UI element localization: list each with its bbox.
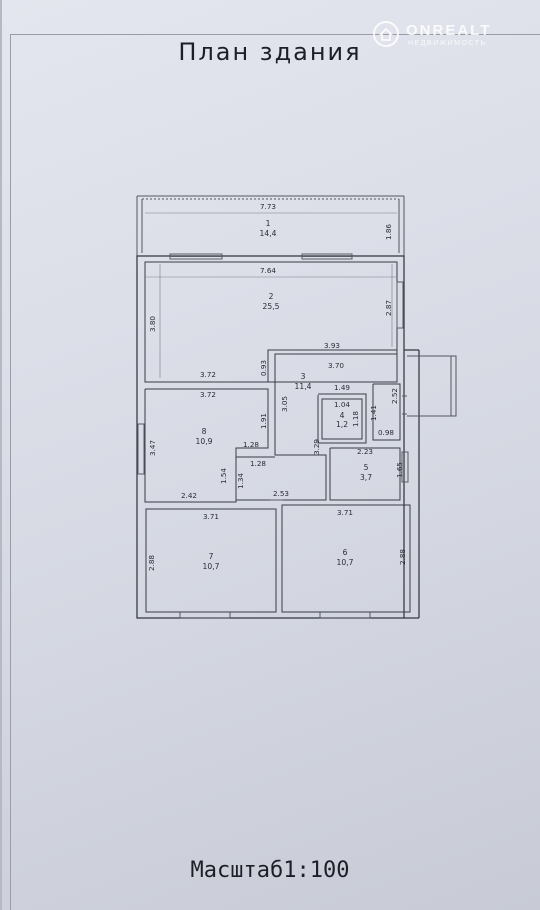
dim-7-64: 7.64 bbox=[260, 266, 276, 275]
dim-1-34: 1.34 bbox=[236, 473, 245, 489]
dim-1-28-b: 1.28 bbox=[250, 459, 266, 468]
sheet-border-left bbox=[10, 34, 11, 910]
room-6-area: 10,7 bbox=[337, 558, 354, 567]
room-2-area: 25,5 bbox=[263, 302, 280, 311]
room-4-area: 1,2 bbox=[336, 420, 348, 429]
dim-3-93: 3.93 bbox=[324, 341, 340, 350]
exterior-walls bbox=[136, 255, 420, 619]
dim-3-72-b: 3.72 bbox=[200, 390, 216, 399]
dimension-lines bbox=[145, 212, 397, 378]
dim-3-29: 3.29 bbox=[312, 439, 321, 455]
scale-label: Масштаб1:100 bbox=[190, 858, 350, 883]
dim-2-88-b: 2.88 bbox=[398, 549, 407, 565]
room-4-number: 4 bbox=[340, 411, 345, 420]
dim-0-98: 0.98 bbox=[378, 428, 394, 437]
interior-walls bbox=[144, 349, 411, 613]
dim-1-86: 1.86 bbox=[384, 224, 393, 240]
room-6-number: 6 bbox=[343, 548, 348, 557]
dim-3-70: 3.70 bbox=[328, 361, 344, 370]
terrace-outline bbox=[136, 195, 405, 256]
page-title: План здания bbox=[178, 38, 362, 66]
dim-0-93: 0.93 bbox=[259, 360, 268, 376]
dim-2-23: 2.23 bbox=[357, 447, 373, 456]
room-7-number: 7 bbox=[209, 552, 214, 561]
dimension-labels: 7.73 1.86 7.64 3.80 2.87 3.93 0.93 3.72 … bbox=[147, 202, 407, 571]
room-3-area: 11,4 bbox=[295, 382, 312, 391]
room-labels: 1 14,4 2 25,5 3 11,4 4 1,2 5 3,7 6 10,7 … bbox=[196, 219, 373, 571]
room-5-area: 3,7 bbox=[360, 473, 372, 482]
watermark-brand: ONREALT bbox=[406, 22, 492, 39]
dim-2-52: 2.52 bbox=[390, 388, 399, 404]
dim-1-41: 1.41 bbox=[369, 405, 378, 421]
room-5-number: 5 bbox=[364, 463, 369, 472]
sheet-edge-left bbox=[0, 0, 2, 910]
dim-3-71-b: 3.71 bbox=[337, 508, 353, 517]
room-1-number: 1 bbox=[266, 219, 271, 228]
dim-1-65: 1.65 bbox=[395, 462, 404, 478]
dim-1-04: 1.04 bbox=[334, 400, 350, 409]
room-8-number: 8 bbox=[202, 427, 207, 436]
room-3-number: 3 bbox=[301, 372, 306, 381]
dim-3-47: 3.47 bbox=[148, 440, 157, 456]
porch-outline bbox=[407, 355, 457, 417]
dim-3-05: 3.05 bbox=[280, 396, 289, 412]
dim-2-42: 2.42 bbox=[181, 491, 197, 500]
dim-2-53: 2.53 bbox=[273, 489, 289, 498]
dim-2-88-a: 2.88 bbox=[147, 555, 156, 571]
dim-1-49: 1.49 bbox=[334, 383, 350, 392]
room-7-area: 10,7 bbox=[203, 562, 220, 571]
dim-3-72-a: 3.72 bbox=[200, 370, 216, 379]
sheet-border-top bbox=[10, 34, 540, 35]
dim-3-80: 3.80 bbox=[148, 316, 157, 332]
doors bbox=[270, 395, 407, 501]
dim-3-71-a: 3.71 bbox=[203, 512, 219, 521]
dim-1-18: 1.18 bbox=[351, 411, 360, 427]
dim-1-28-a: 1.28 bbox=[243, 440, 259, 449]
watermark-subtitle: НЕДВИЖИМОСТЬ bbox=[408, 40, 487, 47]
room-1-area: 14,4 bbox=[260, 229, 277, 238]
dim-1-91: 1.91 bbox=[259, 413, 268, 429]
room-2-number: 2 bbox=[269, 292, 274, 301]
dim-2-87: 2.87 bbox=[384, 300, 393, 316]
dim-1-54: 1.54 bbox=[219, 468, 228, 484]
room-8-area: 10,9 bbox=[196, 437, 213, 446]
house-logo-icon bbox=[373, 21, 399, 47]
dim-7-73: 7.73 bbox=[260, 202, 276, 211]
